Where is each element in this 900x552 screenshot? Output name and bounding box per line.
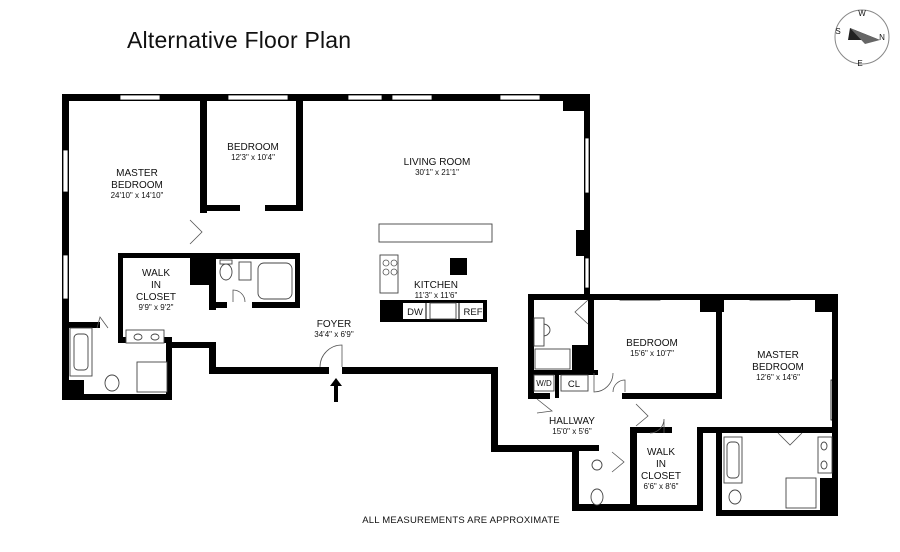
closet-label: CL [568,379,580,390]
room-dims: 15'6" x 10'7" [630,349,674,358]
page-title: Alternative Floor Plan [127,27,352,53]
right-unit-walls [528,294,838,516]
exterior-walls [62,94,637,511]
room-name: BEDROOM [752,362,804,373]
room-name: LIVING ROOM [404,157,471,168]
room-name: MASTER [757,350,799,361]
toilet-1 [219,263,233,281]
washer-dryer-label: W/D [536,379,552,388]
room-name: BEDROOM [111,180,163,191]
room-name: WALK [142,268,170,279]
room-name: WALK [647,447,675,458]
room-labels: MASTER BEDROOM 24'10" x 14'10" BEDROOM 1… [111,142,804,491]
kitchen-sink [429,302,457,320]
interior-walls [62,101,303,343]
room-name: BEDROOM [626,338,678,349]
toilet-2 [104,374,120,392]
room-dims: 24'10" x 14'10" [111,191,164,200]
room-dims: 15'0" x 5'6" [552,427,592,436]
room-name: CLOSET [641,471,681,482]
room-name: IN [656,459,666,470]
kitchen-column [450,258,467,275]
doors [96,219,803,473]
room-name: CLOSET [136,292,176,303]
room-name: IN [151,280,161,291]
compass-south-label: S [835,27,840,36]
footer-note: ALL MEASUREMENTS ARE APPROXIMATE [362,515,560,526]
room-dims: 6'6" x 8'6" [644,482,679,491]
room-name: KITCHEN [414,280,458,291]
room-name: MASTER [116,168,158,179]
cooktop [379,254,399,294]
room-name: BEDROOM [227,142,279,153]
room-name: HALLWAY [549,416,595,427]
fixtures [69,223,833,509]
compass-north-label: N [879,33,885,42]
toilet-3 [590,488,604,506]
room-dims: 34'4" x 6'9" [314,330,354,339]
tub-1 [257,262,293,300]
room-dims: 12'3" x 10'4" [231,153,275,162]
room-dims: 12'6" x 14'6" [756,373,800,382]
compass-west-label: W [858,9,866,18]
appliance-labels: DW REF W/D CL [407,307,589,392]
compass-icon: N E S W [834,9,890,68]
compass-east-label: E [857,59,862,68]
kitchen-island [378,223,493,243]
dishwasher-label: DW [407,307,423,318]
room-name: FOYER [317,319,351,330]
refrigerator-label: REF [464,307,483,318]
room-dims: 9'9" x 9'2" [139,303,174,312]
entrance-arrow-icon [330,378,342,402]
room-dims: 30'1" x 21'1" [415,168,459,177]
room-dims: 11'3" x 11'6" [415,291,458,300]
